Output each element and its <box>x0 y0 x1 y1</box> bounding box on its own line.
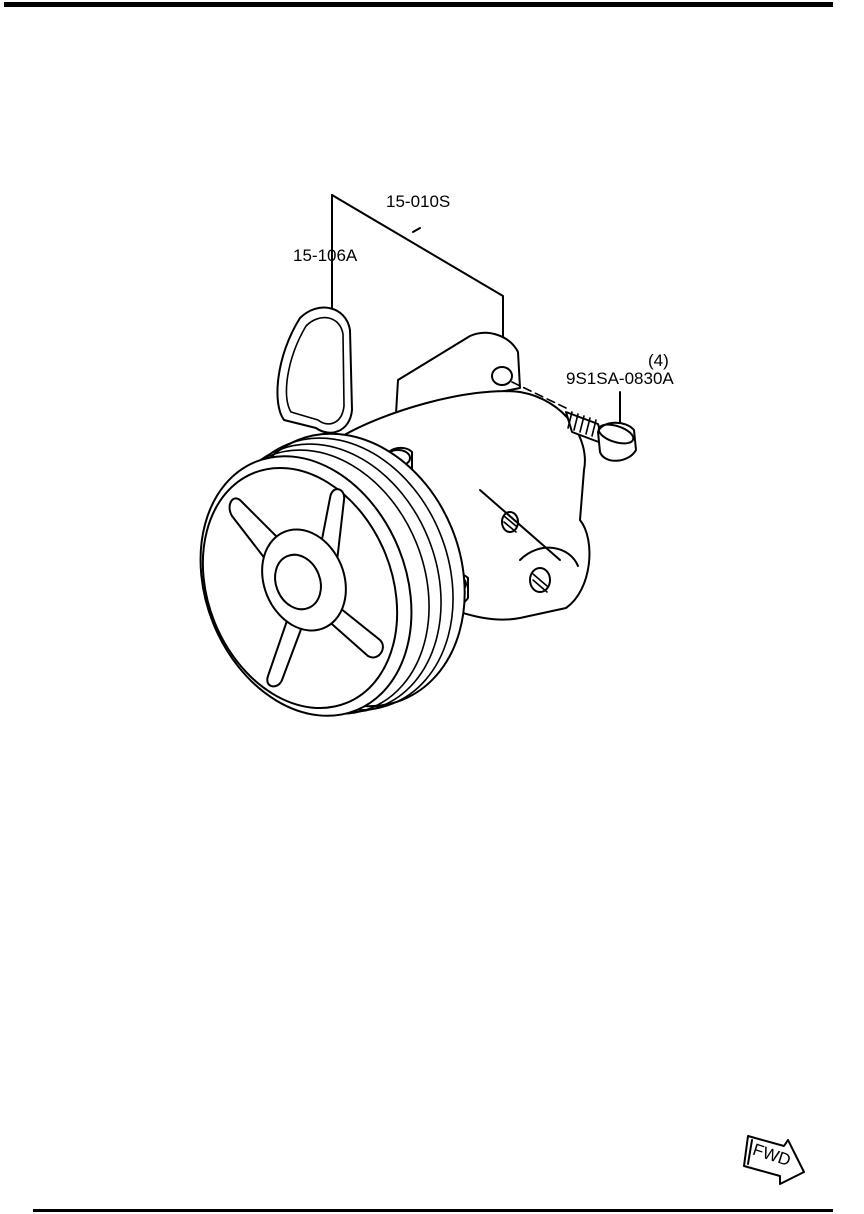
assembly-callout-leader <box>331 194 504 346</box>
pulley-drawing <box>199 432 466 717</box>
gasket-part-label[interactable]: 15-106A <box>293 246 358 265</box>
top-border-rule <box>4 2 833 7</box>
bolt-drawing <box>511 381 637 462</box>
forward-direction-arrow-icon: FWD <box>743 1135 805 1185</box>
bottom-border-rule <box>33 1209 833 1212</box>
bolt-part-label[interactable]: 9S1SA-0830A <box>566 369 674 388</box>
assembly-part-label[interactable]: 15-010S <box>386 192 450 211</box>
gasket-drawing <box>276 306 353 434</box>
bolt-quantity-label: (4) <box>648 351 669 370</box>
